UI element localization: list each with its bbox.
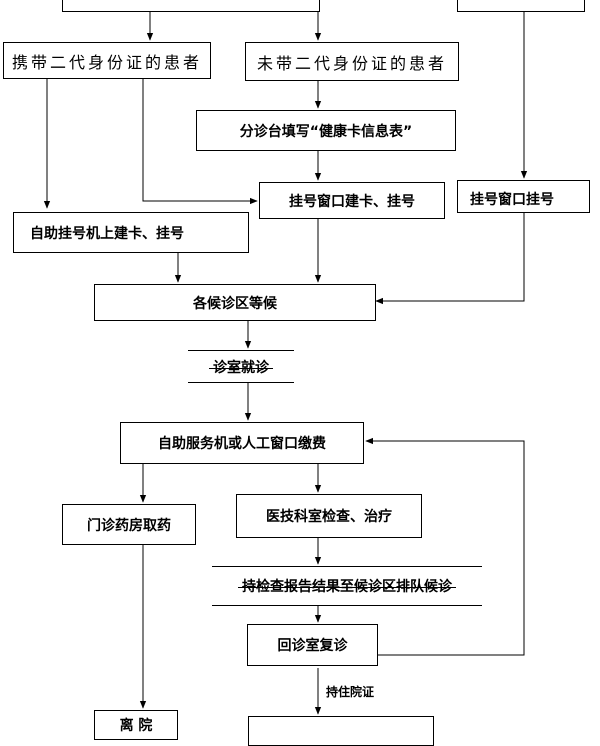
edge-label-admission-cert: 持住院证 bbox=[326, 685, 375, 699]
node-admission bbox=[248, 716, 434, 746]
report-queue-label: 持检查报告结果至候诊区排队候诊 bbox=[238, 576, 456, 596]
node-pharmacy: 门诊药房取药 bbox=[62, 504, 196, 545]
flowchart-connectors bbox=[43, 12, 528, 715]
node-report-queue: 持检查报告结果至候诊区排队候诊 bbox=[212, 566, 482, 606]
node-self-service-register: 自助挂号机上建卡、挂号 bbox=[13, 212, 249, 253]
node-discharge: 离 院 bbox=[94, 710, 178, 740]
consult-room-label: 诊室就诊 bbox=[209, 357, 273, 377]
edge-with-id-to-window-register-card bbox=[142, 78, 258, 205]
node-window-register: 挂号窗口挂号 bbox=[457, 180, 590, 213]
node-payment: 自助服务机或人工窗口缴费 bbox=[120, 422, 364, 464]
node-wait-area: 各候诊区等候 bbox=[94, 284, 376, 321]
top-left-box bbox=[62, 0, 320, 12]
node-tech-dept: 医技科室检查、治疗 bbox=[236, 494, 422, 538]
node-revisit: 回诊室复诊 bbox=[247, 624, 378, 666]
node-window-register-card: 挂号窗口建卡、挂号 bbox=[259, 182, 445, 219]
edge-window-register-to-wait bbox=[375, 212, 525, 305]
edge-revisit-to-payment bbox=[365, 437, 525, 656]
node-without-id-patient: 未带二代身份证的患者 bbox=[245, 42, 459, 81]
top-right-box bbox=[457, 0, 585, 12]
node-with-id-patient: 携带二代身份证的患者 bbox=[3, 42, 211, 79]
outpatient-flowchart: 携带二代身份证的患者 未带二代身份证的患者 分诊台填写“健康卡信息表” 挂号窗口… bbox=[3, 0, 590, 746]
node-consult-room: 诊室就诊 bbox=[188, 350, 294, 383]
node-fill-health-card-form: 分诊台填写“健康卡信息表” bbox=[196, 110, 456, 151]
